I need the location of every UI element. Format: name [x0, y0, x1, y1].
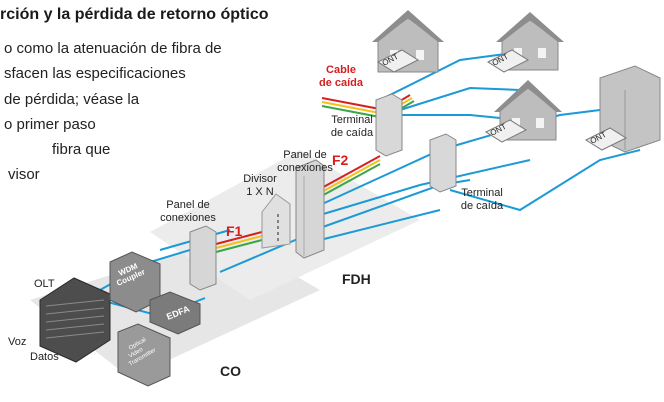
panel-conexiones-label-fdh-b: conexiones [277, 162, 333, 174]
paragraph-line-3: de pérdida; véase la [4, 91, 140, 108]
panel-conexiones-label-co-a: Panel de [166, 199, 209, 211]
f1-label: F1 [226, 223, 243, 239]
paragraph-line-1: o como la atenuación de fibra de [4, 40, 222, 57]
terminal-de-caida-label-2a: Terminal [461, 187, 503, 199]
terminal-box-2 [429, 133, 457, 193]
optical-video-transmitter-box [117, 323, 171, 387]
co-patch-panel [189, 225, 217, 291]
office-building [599, 65, 661, 153]
terminal-de-caida-label-1a: Terminal [331, 114, 373, 126]
section-title: rción y la pérdida de retorno óptico [0, 6, 269, 23]
edfa-box [149, 291, 201, 335]
divisor-label-b: 1 X N [246, 186, 274, 198]
panel-conexiones-label-fdh-a: Panel de [283, 149, 326, 161]
ont-box-4 [584, 127, 628, 151]
f2-label: F2 [332, 152, 349, 168]
jumper-f2 [317, 155, 381, 199]
voz-label: Voz [8, 336, 26, 348]
cable-de-caida-label-1: Cable [326, 64, 356, 76]
panel-conexiones-label-co-b: conexiones [160, 212, 216, 224]
ont-box-2 [486, 49, 530, 73]
olt-label: OLT [34, 278, 55, 290]
cable-de-caida-label-2: de caída [319, 77, 364, 89]
terminal-de-caida-label-1b: de caída [331, 127, 374, 139]
paragraph-line-2: sfacen las especificaciones [4, 65, 186, 82]
ont-box-3 [484, 119, 528, 143]
paragraph-line-4: o primer paso [4, 116, 96, 133]
co-label: CO [220, 363, 241, 379]
terminal-de-caida-label-2b: de caída [461, 200, 504, 212]
fdh-cabinet [295, 159, 325, 259]
olt-rack [39, 277, 111, 363]
divisor-label-a: Divisor [243, 173, 277, 185]
fdh-label: FDH [342, 271, 371, 287]
terminal-box-1 [375, 93, 403, 157]
datos-label: Datos [30, 351, 59, 363]
paragraph-line-5: fibra que [52, 141, 111, 158]
splitter [261, 193, 291, 249]
ont-box-1 [376, 49, 420, 73]
paragraph-line-6: visor [8, 166, 40, 183]
jumper-f1 [215, 231, 263, 253]
